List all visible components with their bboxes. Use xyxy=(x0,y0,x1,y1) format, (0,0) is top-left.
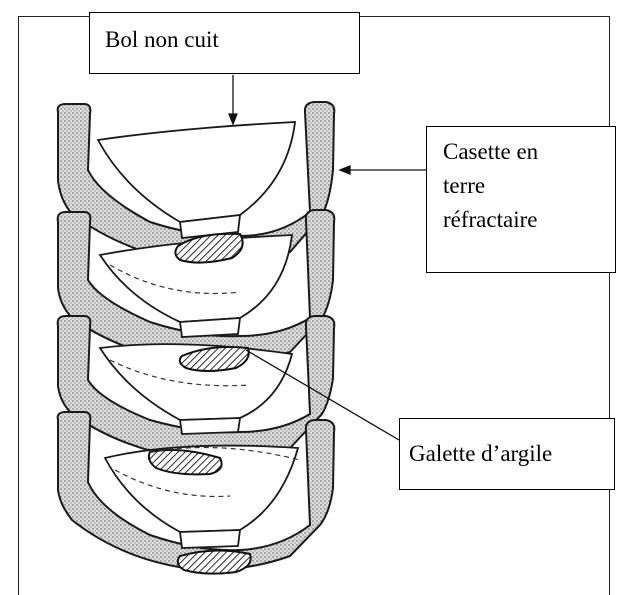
bowl-4-foot xyxy=(180,530,240,548)
bowl-3-foot xyxy=(180,418,240,434)
bowl-1 xyxy=(98,122,295,222)
label-refractory-saggar: Casette en terre réfractaire xyxy=(426,126,616,273)
pointer-casette-arrowhead xyxy=(340,166,350,174)
label-clay-pad: Galette d’argile xyxy=(399,418,615,490)
pointer-bol-arrowhead xyxy=(229,114,237,124)
bowl-2-foot xyxy=(180,318,240,337)
clay-pad-4 xyxy=(178,550,251,573)
label-unfired-bowl: Bol non cuit xyxy=(89,12,360,74)
